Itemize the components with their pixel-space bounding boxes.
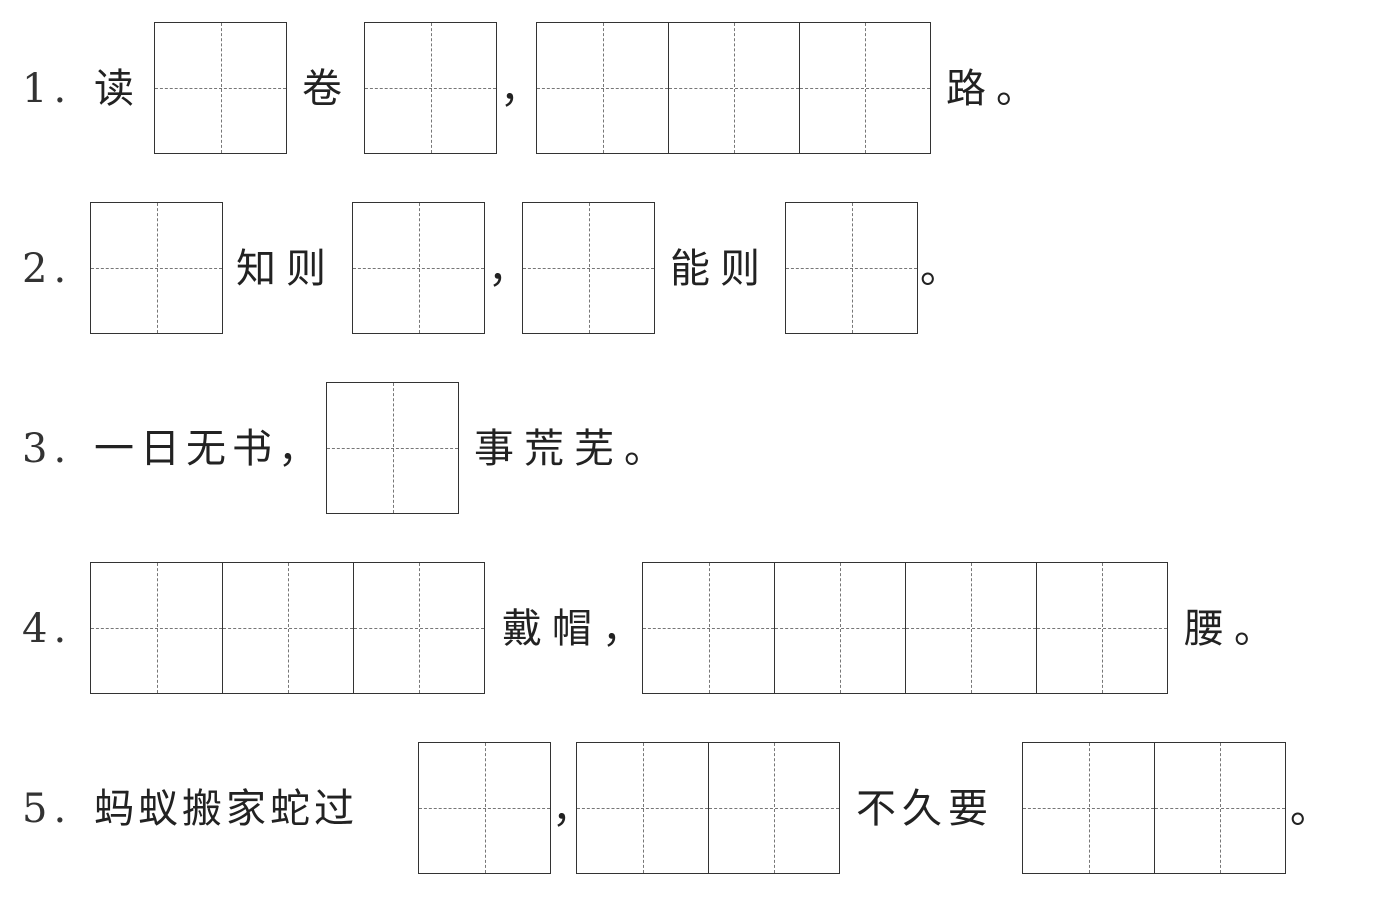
item-text: 事荒芜。 [474,426,674,472]
period: 。 [1290,786,1330,832]
answer-box-1-char[interactable] [326,382,459,514]
item-text: 戴帽， [502,606,652,652]
tianzige-cell[interactable] [155,23,286,153]
item-text: 卷 [302,66,352,112]
item-number: 1. [22,66,73,112]
answer-box-1-char[interactable] [352,202,485,334]
comma: ， [500,66,540,112]
item-number: 5. [22,786,73,832]
answer-box-1-char[interactable] [418,742,551,874]
answer-box-1-char[interactable] [154,22,287,154]
tianzige-cell[interactable] [327,383,458,513]
item-text: 能则 [670,246,770,292]
item-number: 4. [22,606,73,652]
answer-box-1-char[interactable] [785,202,918,334]
tianzige-cell[interactable] [1036,563,1167,693]
tianzige-cell[interactable] [365,23,496,153]
tianzige-cell[interactable] [91,203,222,333]
tianzige-cell[interactable] [353,563,484,693]
item-text: 蚂蚁搬家蛇过 [94,786,358,832]
item-text: 路。 [946,66,1046,112]
item-text: 一日无书， [94,426,324,472]
item-text: 腰。 [1184,606,1284,652]
tianzige-cell[interactable] [1154,743,1285,873]
item-number: 3. [22,426,73,472]
tianzige-cell[interactable] [419,743,550,873]
tianzige-cell[interactable] [523,203,654,333]
item-text: 不久要 [856,786,994,832]
answer-box-2-char[interactable] [1022,742,1286,874]
tianzige-cell[interactable] [91,563,222,693]
answer-box-1-char[interactable] [364,22,497,154]
answer-box-1-char[interactable] [522,202,655,334]
comma: ， [488,246,528,292]
tianzige-cell[interactable] [222,563,353,693]
tianzige-cell[interactable] [668,23,799,153]
tianzige-cell[interactable] [643,563,774,693]
answer-box-2-char[interactable] [576,742,840,874]
tianzige-cell[interactable] [786,203,917,333]
tianzige-cell[interactable] [537,23,668,153]
tianzige-cell[interactable] [353,203,484,333]
answer-box-1-char[interactable] [90,202,223,334]
item-text: 读 [94,66,144,112]
tianzige-cell[interactable] [577,743,708,873]
tianzige-cell[interactable] [774,563,905,693]
comma: ， [552,786,592,832]
tianzige-cell[interactable] [708,743,839,873]
answer-box-3-char[interactable] [90,562,485,694]
answer-box-4-char[interactable] [642,562,1168,694]
tianzige-cell[interactable] [1023,743,1154,873]
answer-box-3-char[interactable] [536,22,931,154]
item-text: 知则 [236,246,336,292]
item-number: 2. [22,246,73,292]
tianzige-cell[interactable] [905,563,1036,693]
period: 。 [920,246,960,292]
tianzige-cell[interactable] [799,23,930,153]
